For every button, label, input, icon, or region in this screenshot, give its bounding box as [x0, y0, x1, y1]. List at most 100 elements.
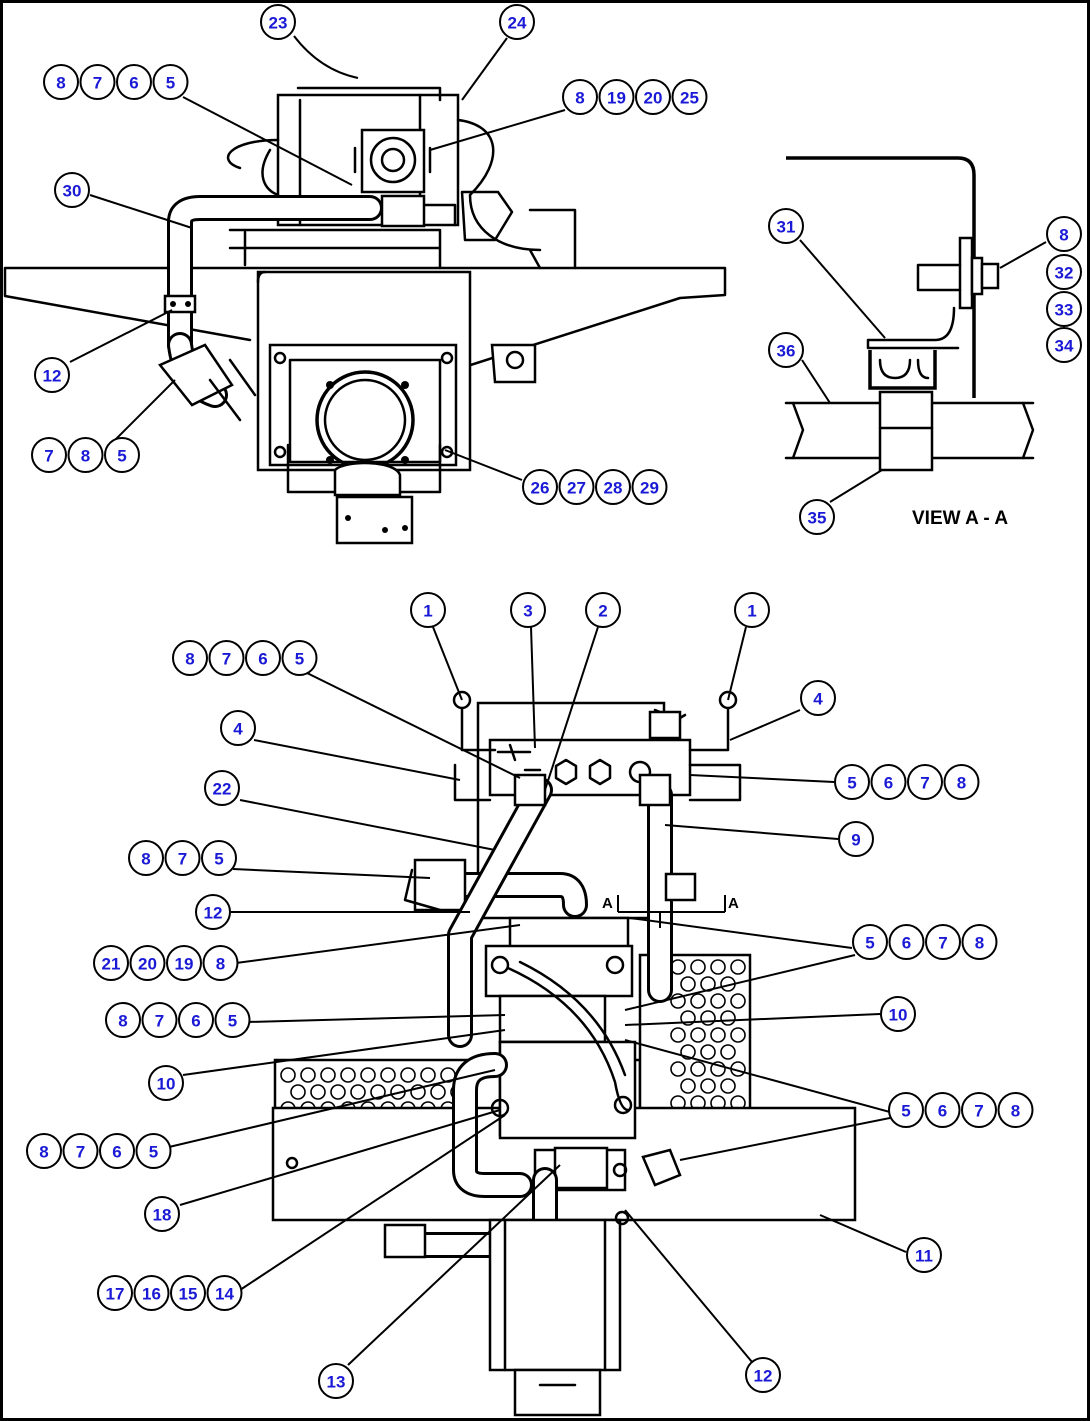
callout-circle: [208, 640, 245, 676]
callout-c27: 12: [195, 894, 231, 930]
callout-number: 4: [233, 720, 243, 739]
callout-number: 23: [269, 14, 288, 33]
callout-number: 5: [865, 934, 874, 953]
callout-c19: 1: [734, 592, 770, 628]
callout-circle: [148, 1065, 184, 1101]
callout-c12: 33: [1046, 291, 1082, 327]
callout-number: 7: [920, 774, 929, 793]
callout-number: 5: [228, 1012, 237, 1031]
callout-number: 1: [423, 602, 432, 621]
callout-circle: [585, 592, 621, 628]
callout-circle: [598, 79, 635, 115]
callout-circle: [631, 469, 668, 505]
callout-circle: [67, 437, 104, 473]
callout-number: 19: [175, 955, 194, 974]
callout-c30: 10: [880, 996, 916, 1032]
callout-c09: 31: [768, 208, 804, 244]
bottom-view-drawing: A A: [271, 690, 857, 1417]
callout-circle: [220, 710, 256, 746]
callout-circle: [997, 1092, 1034, 1128]
callout-c14: 36: [768, 332, 804, 368]
callout-c05: 30: [54, 172, 90, 208]
callout-number: 12: [43, 367, 62, 386]
callout-circle: [93, 945, 129, 981]
callout-c17: 3: [510, 592, 546, 628]
callout-circle: [97, 1275, 133, 1311]
callout-number: 9: [851, 831, 860, 850]
callout-circle: [768, 332, 804, 368]
callout-number: 10: [157, 1075, 176, 1094]
callout-c32: 10: [148, 1065, 184, 1101]
section-mark-right: A: [728, 895, 739, 912]
callout-number: 29: [640, 479, 659, 498]
callout-number: 7: [222, 650, 231, 669]
callout-number: 36: [777, 342, 796, 361]
callout-circle: [166, 945, 202, 981]
callout-number: 2: [598, 602, 607, 621]
callout-number: 5: [166, 74, 175, 93]
callout-number: 6: [902, 934, 911, 953]
callout-circle: [201, 840, 237, 876]
callout-circle: [135, 1133, 172, 1169]
callout-number: 3: [523, 602, 532, 621]
callout-circle: [734, 592, 770, 628]
callout-c22: 4: [220, 710, 256, 746]
callout-circle: [318, 1363, 354, 1399]
callout-circle: [105, 1002, 141, 1038]
callout-circle: [245, 640, 281, 676]
callout-c21: 4: [800, 680, 836, 716]
callout-c11: 32: [1046, 254, 1082, 290]
callout-circle: [129, 945, 166, 981]
callout-c18: 2: [585, 592, 621, 628]
callout-circle: [768, 208, 804, 244]
callout-number: 8: [185, 650, 194, 669]
callout-number: 11: [915, 1247, 933, 1266]
callout-c36: 11: [906, 1237, 942, 1273]
callout-number: 22: [213, 780, 232, 799]
callout-circle: [260, 4, 296, 40]
top-view-drawing: [3, 86, 727, 545]
callout-circle: [961, 1092, 997, 1128]
callout-number: 6: [129, 74, 138, 93]
callout-number: 7: [974, 1102, 983, 1121]
callout-circle: [116, 64, 152, 100]
callout-circle: [170, 1275, 206, 1311]
callout-number: 8: [141, 850, 150, 869]
callout-circle: [880, 996, 916, 1032]
callout-number: 27: [567, 479, 586, 498]
callout-circle: [133, 1275, 170, 1311]
callout-number: 8: [575, 89, 584, 108]
callout-number: 5: [295, 650, 304, 669]
callout-c10: 8: [1046, 216, 1082, 252]
callout-c24: 22: [204, 770, 240, 806]
callout-number: 24: [508, 14, 527, 33]
callout-circle: [907, 764, 943, 800]
callout-number: 26: [531, 479, 550, 498]
callout-circle: [800, 680, 836, 716]
callout-circle: [141, 1002, 178, 1038]
callout-number: 8: [1011, 1102, 1020, 1121]
callout-number: 31: [777, 218, 796, 237]
callout-number: 5: [149, 1143, 158, 1162]
callout-circle: [178, 1002, 214, 1038]
callout-circle: [852, 924, 888, 960]
callout-number: 13: [327, 1373, 346, 1392]
callout-number: 7: [155, 1012, 164, 1031]
callout-number: 6: [112, 1143, 121, 1162]
callout-number: 7: [76, 1143, 85, 1162]
callout-c16: 1: [410, 592, 446, 628]
callout-circle: [671, 79, 708, 115]
callout-number: 5: [117, 447, 126, 466]
